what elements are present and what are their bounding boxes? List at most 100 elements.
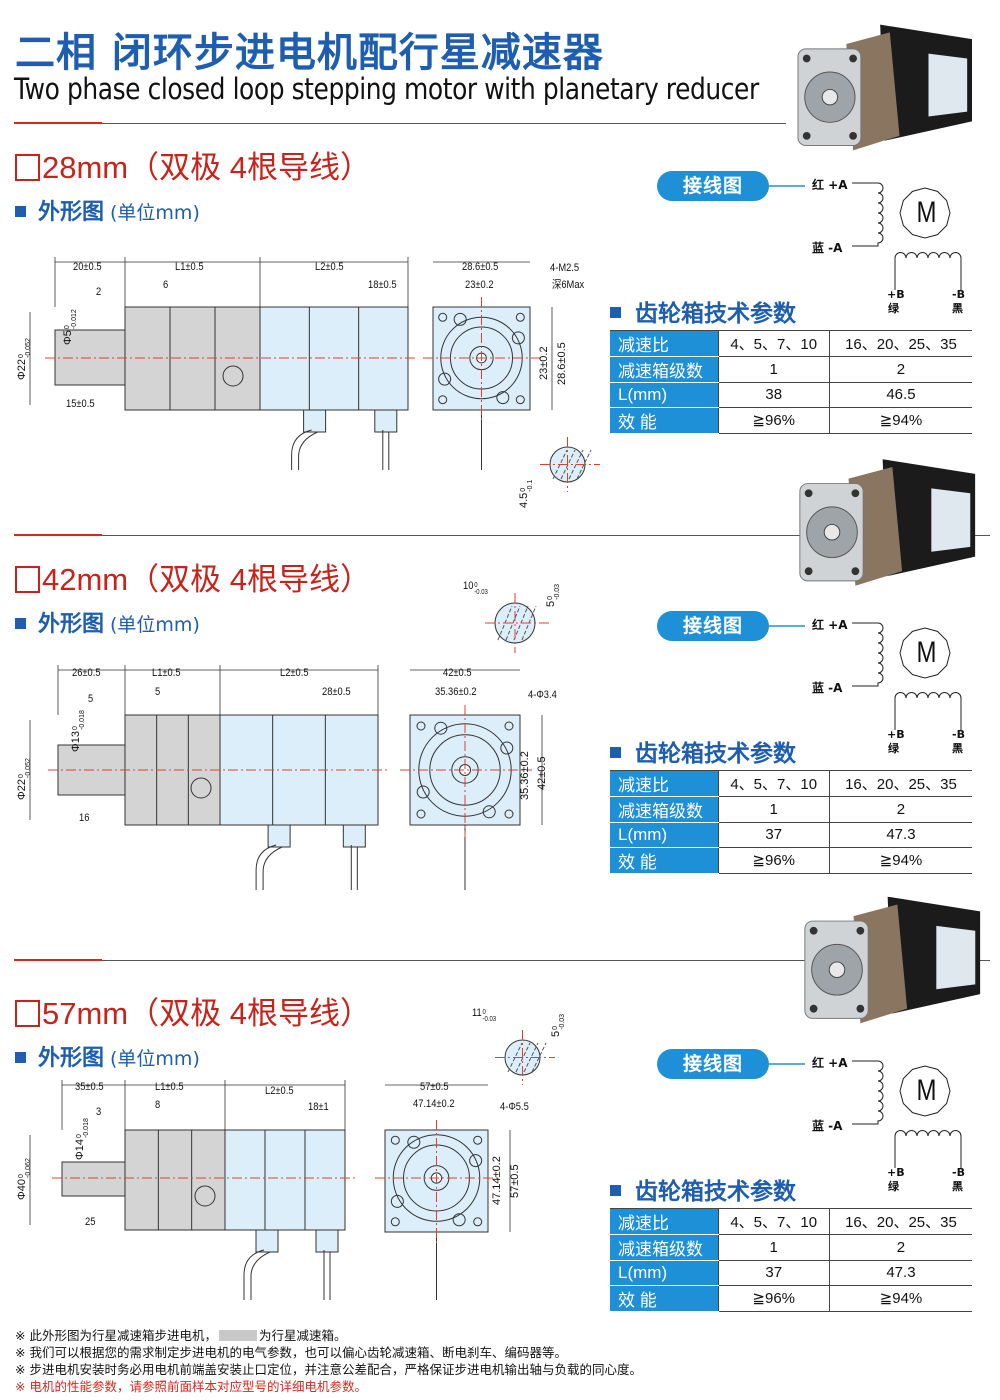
gearbox-spec-heading: 齿轮箱技术参数 (610, 1172, 796, 1206)
note-2: ※ 我们可以根据您的需求制定步进电机的电气参数，也可以偏心齿轮减速箱、断电刹车、… (15, 1345, 567, 1360)
gearbox-spec-heading: 齿轮箱技术参数 (610, 734, 796, 768)
single-stage-value: 1 (718, 1234, 830, 1261)
row-label: 减速比 (610, 770, 719, 797)
bullet-square-icon (610, 307, 621, 318)
output-shaft (57, 744, 126, 796)
dimension-value: 23±0.2 (538, 346, 550, 380)
dimension-label: 35±0.5 (75, 1081, 104, 1093)
double-stage-value: 47.3 (829, 822, 972, 848)
row-label: L(mm) (610, 1260, 719, 1286)
tolerance: 0-0.03 (483, 1009, 497, 1023)
single-stage-value: 4、5、7、10 (718, 1208, 830, 1235)
dimension-value: 4-M2.5 (550, 262, 580, 274)
dimension-label: 5 (155, 686, 160, 698)
dimension-value: 15±0.5 (66, 398, 95, 410)
dimension-value: 6 (163, 279, 169, 291)
outline-heading: 外形图(单位mm) (15, 1040, 200, 1072)
unit-label: (单位mm) (110, 614, 200, 636)
gearbox-spec-title: 齿轮箱技术参数 (635, 301, 796, 327)
row-label: 效 能 (610, 1285, 719, 1312)
dimension-label: 28±0.5 (322, 686, 351, 698)
section-divider (14, 535, 990, 536)
dimension-value: 11 (472, 1007, 482, 1019)
tolerance-upper: 0 (72, 726, 79, 730)
planetary-gearbox (124, 306, 261, 411)
wire-b-plus-color: 绿 (888, 1180, 899, 1193)
wire-a-minus: 蓝 -A (812, 1119, 843, 1133)
dimension-label: 26±0.5 (72, 667, 101, 679)
dimension-label: 2 (96, 286, 101, 298)
tolerance-upper: 0 (18, 774, 25, 778)
dimension-label: 25 (85, 1216, 95, 1228)
wiring-diagram (768, 1060, 962, 1168)
single-stage-value: 38 (718, 382, 830, 408)
dimension-value: 10 (463, 580, 474, 592)
motor-end-view (432, 306, 531, 411)
dimension-value: Φ13 (70, 730, 82, 752)
table-row: 效 能≧96%≧94% (610, 847, 972, 874)
dimension-label: L2±0.5 (280, 667, 309, 679)
dimension-label: L1±0.5 (175, 261, 204, 273)
dimension-label: L2±0.5 (265, 1085, 294, 1097)
dimension-label: 3 (96, 1106, 101, 1118)
tolerance-lower: -0.052 (25, 758, 32, 778)
dimension-value: 35.36±0.2 (519, 751, 531, 800)
dimension-value: 20±0.5 (73, 261, 102, 273)
dimension-value: 8 (155, 1099, 161, 1111)
dimension-value: 47.14±0.2 (491, 1156, 503, 1205)
dimension-label: 5 (88, 693, 93, 705)
dimension-value: 42±0.5 (443, 667, 472, 679)
gearbox-spec-title: 齿轮箱技术参数 (635, 741, 796, 767)
wire-b-minus: -B (952, 728, 965, 741)
row-label: L(mm) (610, 382, 719, 408)
tolerance-lower: -0.03 (559, 1013, 566, 1030)
outline-label: 外形图 (38, 200, 105, 225)
tolerance: 0-0.03 (552, 1014, 566, 1030)
dimension-value: 16 (79, 812, 90, 824)
dimension-label: 8 (155, 1099, 160, 1111)
dimension-value: 4.5 (518, 492, 530, 508)
dimension-label: 18±0.5 (368, 279, 397, 291)
dimension-value: 4-Φ5.5 (500, 1101, 529, 1113)
section-divider (14, 123, 786, 124)
dimension-value: L1±0.5 (175, 261, 204, 273)
wire-b-plus-color: 绿 (888, 742, 899, 755)
section-title: 28mm（双极 4根导线） (15, 142, 371, 187)
bullet-square-icon (15, 206, 26, 217)
wire-b-plus: +B (887, 288, 905, 301)
dimension-value: 5 (155, 686, 161, 698)
double-stage-value: ≧94% (829, 1285, 972, 1312)
dimension-label: 28.6±0.5 (462, 261, 498, 273)
section-divider (14, 960, 990, 961)
dimension-label: 18±1 (308, 1101, 329, 1113)
dimension-value: 35±0.5 (75, 1081, 104, 1093)
section-title-text: 57mm（双极 4根导线） (42, 996, 371, 1031)
double-stage-value: 47.3 (829, 1260, 972, 1286)
tolerance-upper: 0 (552, 1025, 559, 1030)
planetary-gearbox (124, 714, 221, 826)
tolerance-lower: -0.012 (71, 309, 78, 330)
tolerance: 0-0.03 (474, 582, 488, 596)
motor-end-view (409, 714, 521, 826)
tolerance-lower: -0.052 (25, 338, 32, 358)
note-3: ※ 步进电机安装时务必用电机前端盖安装止口定位，并注意公差配合，严格保证步进电机… (15, 1362, 642, 1377)
dimension-value: 26±0.5 (72, 667, 101, 679)
dimension-value: 57±0.5 (420, 1081, 449, 1093)
square-icon (15, 566, 40, 593)
dimension-value: 57±0.5 (509, 1164, 521, 1198)
gearbox-spec-title: 齿轮箱技术参数 (635, 1179, 796, 1205)
wire-a-plus: 红 +A (812, 1056, 848, 1070)
gearbox-spec-heading: 齿轮箱技术参数 (610, 294, 796, 328)
stepper-motor-body (219, 714, 379, 826)
dimension-label: 4-Φ3.4 (528, 689, 557, 701)
